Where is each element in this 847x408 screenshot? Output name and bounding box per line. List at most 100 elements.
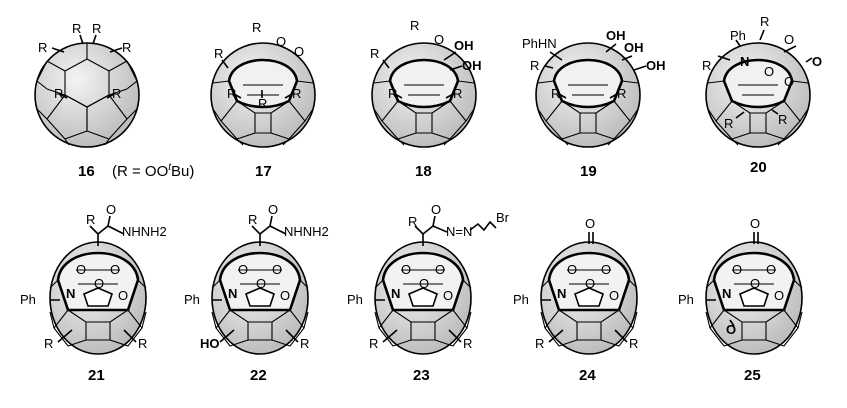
r-label: R [408,214,417,229]
compound-20: R Ph R N O O O O R R 20 [702,14,822,176]
oh-label: OH [606,28,626,43]
n-label: N [66,286,75,301]
r-label: R [292,86,301,101]
ph-label: Ph [730,28,746,43]
o-label: O [764,64,774,79]
o-label: O [276,34,286,49]
ph-label: Ph [184,292,200,307]
r-label: R [617,86,626,101]
oh-label: OH [462,58,482,73]
ph-label: Ph [678,292,694,307]
o-label: O [585,216,595,231]
r-label: R [44,336,53,351]
r-label: R [214,46,223,61]
o-label: O [443,288,453,303]
o-label: O [732,262,742,277]
o-label: O [431,202,441,217]
r-label: R [410,18,419,33]
compound-23: O R N=N Br O O Ph N O O R R 23 [347,202,510,384]
r-label: R [248,212,257,227]
compound-16: R R R R R R 16 (R = OOtBu) [34,21,194,180]
r-label: R [370,46,379,61]
o-label: O [434,32,444,47]
o-label: O [812,54,822,69]
o-label: O [766,262,776,277]
r-label: R [300,336,309,351]
hydrazide-label: NHNH2 [284,224,329,239]
compound-number: 19 [580,163,597,180]
compound-24: O O O Ph N O O R R 24 [513,216,638,384]
r-label: R [86,212,95,227]
r-label: R [138,336,147,351]
o-label: O [726,322,736,337]
o-label: O [294,44,304,59]
phhn-label: PhHN [522,36,557,51]
o-label: O [750,276,760,291]
r-label: R [453,86,462,101]
o-label: O [401,262,411,277]
n-label: N [228,286,237,301]
n-label: N [557,286,566,301]
o-label: O [94,276,104,291]
o-label: O [280,288,290,303]
o-label: O [784,74,794,89]
r-label: R [629,336,638,351]
ph-label: Ph [20,292,36,307]
compound-22: R O NHNH2 O O Ph N O O HO R 22 [184,202,329,384]
o-label: O [110,262,120,277]
r-label: R [38,40,47,55]
o-label: O [435,262,445,277]
compound-number: 25 [744,367,761,384]
r-label: R [760,14,769,29]
o-label: O [585,276,595,291]
compound-17: R O O R R R R 17 [209,20,317,180]
o-label: O [774,288,784,303]
r-label: R [258,96,267,111]
r-label: R [551,86,560,101]
compound-number: 22 [250,367,267,384]
r-label: R [92,21,101,36]
compound-number: 23 [413,367,430,384]
ho-label: HO [200,336,220,351]
r-label: R [724,116,733,131]
compound-number: 21 [88,367,105,384]
o-label: O [272,262,282,277]
compound-19: PhHN R OH OH OH R R 19 [522,28,666,180]
azo-label: N=N [446,224,472,239]
o-label: O [106,202,116,217]
r-label: R [388,86,397,101]
oh-label: OH [624,40,644,55]
r-label: R [54,86,63,101]
o-label: O [601,262,611,277]
r-label: R [227,86,236,101]
substituent-note: (R = OOtBu) [112,162,194,180]
r-label: R [252,20,261,35]
compound-18: R O OH OH R R R 18 [370,18,482,180]
r-label: R [463,336,472,351]
o-label: O [750,216,760,231]
o-label: O [609,288,619,303]
n-label: N [722,286,731,301]
o-label: O [268,202,278,217]
o-label: O [256,276,266,291]
oh-label: OH [454,38,474,53]
compound-number: 17 [255,163,272,180]
compound-number: 18 [415,163,432,180]
o-label: O [76,262,86,277]
o-label: O [567,262,577,277]
compound-number: 16 [78,163,95,180]
hydrazide-label: NHNH2 [122,224,167,239]
oh-label: OH [646,58,666,73]
o-label: O [118,288,128,303]
ph-label: Ph [347,292,363,307]
compound-number: 24 [579,367,596,384]
r-label: R [112,86,121,101]
o-label: O [238,262,248,277]
r-label: R [72,21,81,36]
n-label: N [391,286,400,301]
r-label: R [702,58,711,73]
ph-label: Ph [513,292,529,307]
o-label: O [419,276,429,291]
n-label: N [740,54,749,69]
